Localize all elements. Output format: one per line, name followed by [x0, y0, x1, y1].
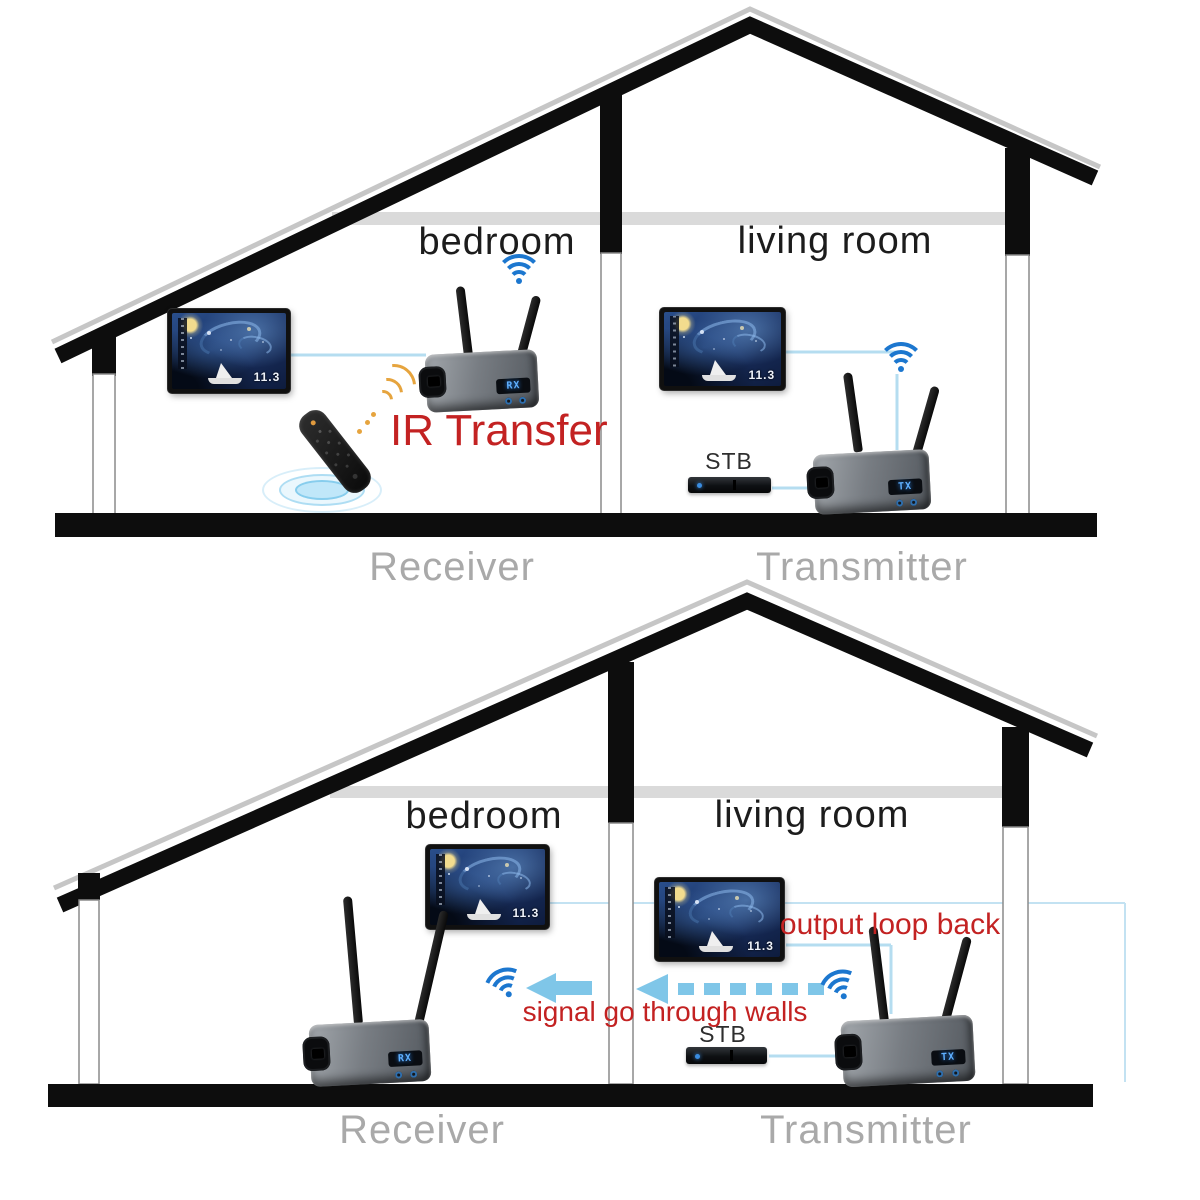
h1-bedroom-tv: 11.3	[168, 309, 290, 393]
device-body: TX	[806, 449, 932, 515]
av-jack	[910, 498, 918, 506]
swirl-decoration	[236, 333, 274, 358]
screen-side-strip	[177, 317, 187, 370]
boat-decoration	[208, 362, 242, 384]
h2-living-room-label: living room	[714, 794, 910, 836]
tv-screen-caption: 11.3	[253, 370, 281, 385]
h2-living-tv: 11.3	[655, 878, 784, 961]
signal-arrows	[526, 973, 824, 1004]
av-jack	[395, 1071, 403, 1079]
device-body: RX	[418, 349, 540, 413]
h1-wall-columns	[92, 252, 1030, 515]
hdmi-port	[302, 1036, 331, 1072]
h1-transmitter-device: TX	[806, 372, 942, 515]
stars-decoration	[190, 337, 193, 340]
ir-transfer-label: IR Transfer	[390, 406, 608, 455]
h1-stb-box	[688, 477, 771, 493]
antenna-right	[940, 935, 973, 1026]
av-jack	[518, 396, 526, 405]
h2-receiver-caption: Receiver	[339, 1108, 505, 1152]
h1-floor	[55, 513, 1097, 537]
screen-side-strip	[665, 886, 675, 938]
h1-receiver-caption: Receiver	[369, 545, 535, 589]
boat-decoration	[466, 898, 501, 920]
h2-stb-label: STB	[699, 1021, 747, 1047]
tv-screen-caption: 11.3	[748, 367, 776, 382]
antenna-left	[455, 285, 473, 357]
h1-living-tv: 11.3	[660, 308, 785, 390]
hdmi-port	[418, 365, 447, 399]
h2-wall-beams	[78, 662, 1029, 900]
tv-screen-starry-night: 11.3	[430, 849, 545, 925]
device-led-display: TX	[930, 1048, 966, 1066]
signal-through-walls-label: signal go through walls	[522, 996, 808, 1027]
h2-roof-highlight	[52, 579, 1099, 891]
boat-decoration	[698, 930, 733, 952]
stars-decoration	[448, 873, 451, 876]
h1-wall-beams	[92, 88, 1030, 376]
av-jack	[952, 1069, 960, 1078]
ir-signal-waves-icon	[350, 355, 425, 430]
tv-screen-caption: 11.3	[747, 938, 774, 953]
remote-signal-ripples	[262, 466, 382, 514]
screen-side-strip	[435, 853, 445, 906]
antenna-left	[342, 896, 363, 1025]
h1-receiver-wifi-icon	[495, 254, 543, 288]
h1-receiver-device: RX	[418, 284, 550, 413]
h1-roof	[54, 16, 1099, 364]
h2-stb-box	[686, 1047, 767, 1064]
h2-wall-columns	[78, 822, 1029, 1085]
tv-screen-starry-night: 11.3	[172, 313, 286, 389]
hdmi-port	[806, 466, 835, 500]
swirl-decoration	[495, 869, 532, 894]
h2-transmitter-caption: Transmitter	[760, 1108, 972, 1152]
av-jack	[936, 1070, 944, 1078]
h1-stb-label: STB	[705, 448, 753, 474]
antenna-right	[414, 909, 449, 1026]
h1-transmitter-caption: Transmitter	[756, 545, 968, 589]
h2-floor	[48, 1084, 1093, 1107]
device-led-display: TX	[887, 478, 923, 496]
output-loop-back-label: output loop back	[779, 908, 1001, 941]
house1-structure	[50, 6, 1102, 537]
dashed-left-arrow	[636, 974, 824, 1004]
stars-decoration	[682, 335, 685, 338]
solid-left-arrow	[526, 973, 592, 1003]
h1-ceiling-band	[332, 212, 1005, 225]
h1-transmitter-wifi-icon	[877, 342, 925, 376]
device-led-display: RX	[387, 1050, 423, 1067]
swirl-decoration	[730, 331, 768, 356]
h2-roof	[56, 592, 1094, 913]
h1-bedroom-label: bedroom	[418, 221, 576, 263]
house2-structure	[48, 579, 1126, 1107]
hdmi-port	[834, 1033, 863, 1071]
h2-ceiling-band	[330, 786, 1002, 798]
h1-roof-highlight	[50, 6, 1102, 345]
stars-decoration	[678, 906, 681, 908]
antenna-right	[912, 385, 941, 456]
boat-decoration	[701, 359, 736, 381]
h1-living-room-label: living room	[737, 220, 933, 262]
tv-screen-starry-night: 11.3	[664, 312, 781, 386]
h2-bedroom-label: bedroom	[405, 795, 563, 837]
antenna-left	[842, 372, 863, 453]
device-led-display: RX	[496, 377, 531, 395]
h2-receiver-device: RX	[302, 896, 449, 1088]
device-body: TX	[834, 1014, 976, 1088]
screen-side-strip	[669, 316, 680, 367]
av-jack	[409, 1070, 417, 1078]
tv-screen-caption: 11.3	[512, 906, 540, 921]
tv-screen-starry-night: 11.3	[659, 882, 780, 957]
device-body: RX	[302, 1018, 432, 1088]
av-jack	[505, 397, 513, 405]
av-jack	[896, 499, 904, 507]
